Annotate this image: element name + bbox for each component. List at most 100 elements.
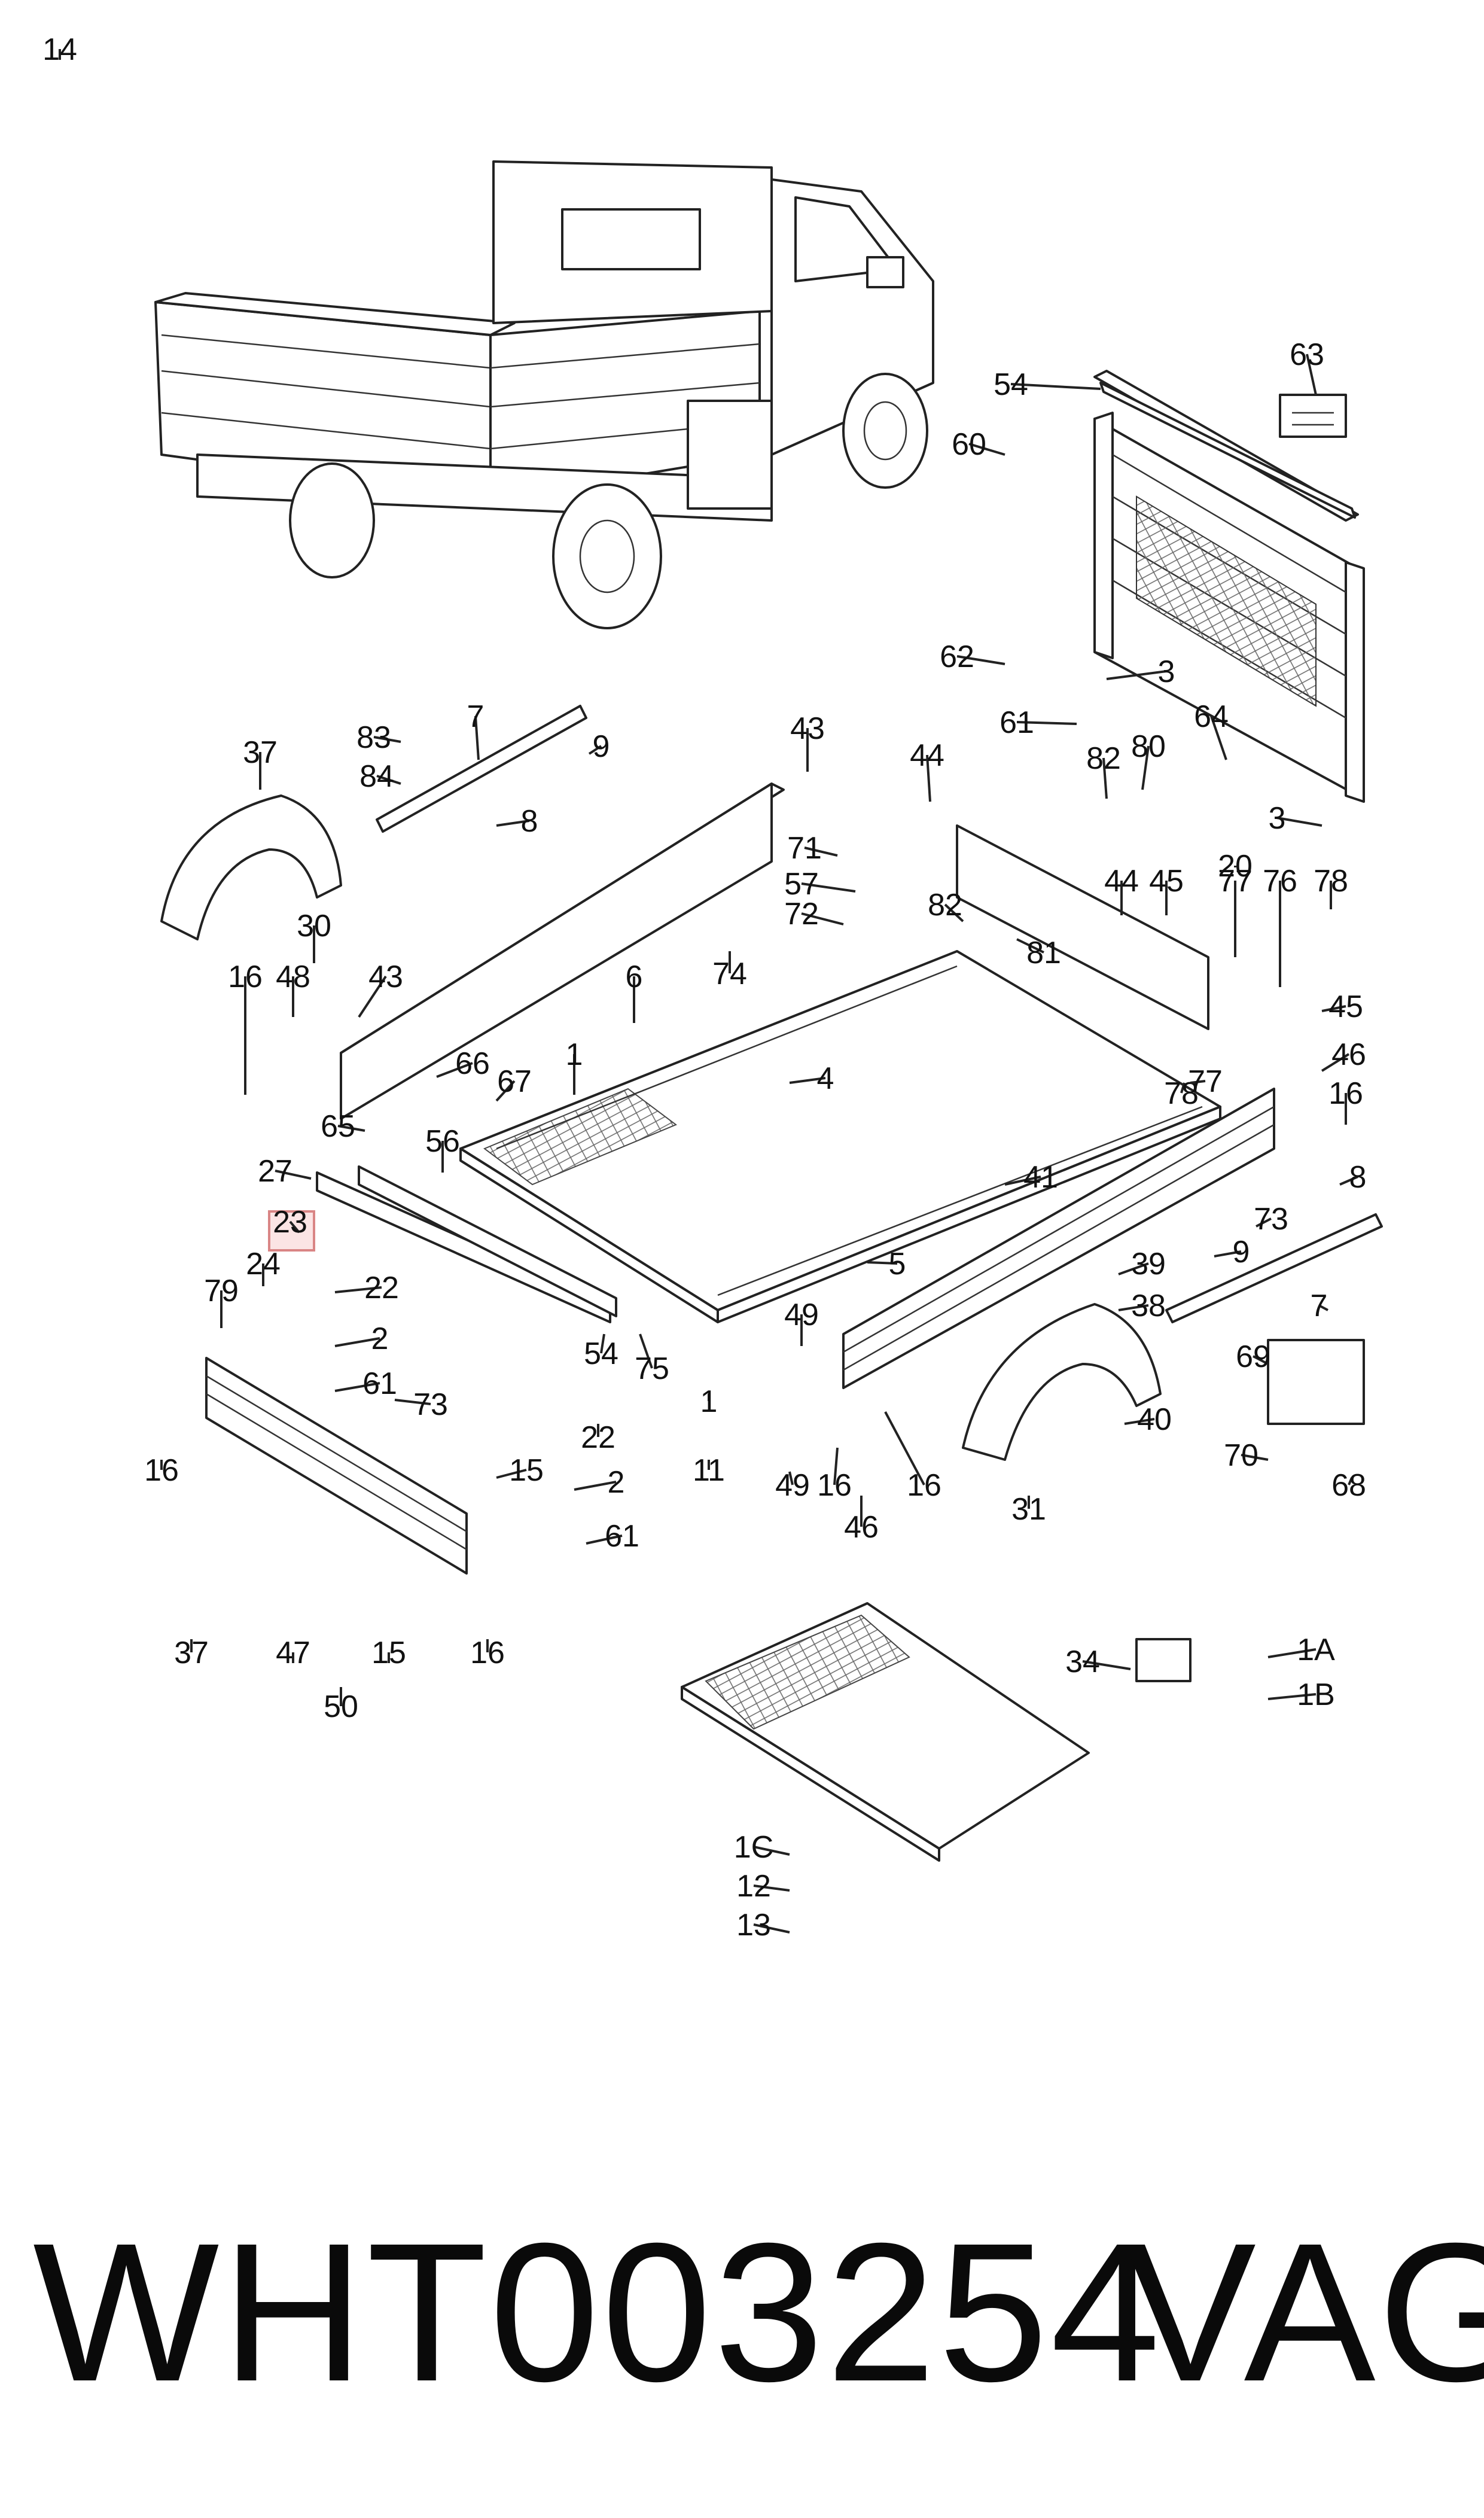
callout-leader [289,1220,300,1234]
callout-leader [1180,1082,1186,1094]
callout-leader [833,1447,839,1485]
callout-label-62: 62 [940,640,974,674]
callout-leader [1010,383,1101,390]
callout-label-82: 82 [928,888,962,922]
callout-leader [1214,1250,1242,1258]
callout-leader [1190,1080,1206,1084]
callout-leader [753,1923,790,1934]
callout-leader [1318,1304,1328,1311]
callout-label-71: 71 [787,831,822,866]
callout-label-72: 72 [784,897,819,931]
callout-leader [496,820,530,827]
label-plate-63 [1279,394,1347,438]
callout-label-70: 70 [1224,1438,1258,1473]
callout-leader [600,1333,605,1354]
callout-leader [1004,1176,1041,1186]
callout-label-41: 41 [1023,1160,1058,1195]
strip-54 [1099,382,1356,519]
floor-platform [459,950,1221,1323]
callout-label-1: 1 [700,1384,718,1419]
callout-label-68: 68 [1331,1468,1366,1503]
callout-leader [926,754,931,802]
callout-leader [1276,817,1323,827]
callout-label-79: 79 [204,1274,239,1308]
callout-label-66: 66 [455,1046,490,1081]
callout-label-67: 67 [497,1064,532,1099]
callout-leader [588,745,602,755]
callout-label-27: 27 [258,1154,292,1189]
callout-leader [944,903,964,922]
callout-label-82: 82 [1086,741,1121,776]
callout-label-5: 5 [889,1247,906,1281]
callout-label-60: 60 [952,427,986,462]
callout-leader [337,1125,365,1132]
callout-leader [496,1469,527,1479]
callout-label-46: 46 [844,1510,879,1545]
callout-label-38: 38 [1131,1289,1166,1323]
callout-leader [753,1884,790,1892]
callout-leader [789,1077,826,1084]
callout-leader [1141,745,1150,790]
callout-leader [376,775,401,785]
callout-label-1C: 1C [734,1830,773,1865]
side-board-rear-34 [205,1357,468,1575]
brand-label: VAG [1125,2202,1484,2422]
wheel-housing-lower [962,1303,1162,1461]
callout-leader [474,715,480,760]
callout-label-9: 9 [593,729,610,764]
callout-label-2: 2 [608,1465,625,1500]
callout-label-54: 54 [994,367,1028,402]
callout-leader [1118,1304,1149,1311]
callout-leader [1016,721,1077,725]
callout-label-34: 34 [1065,1645,1100,1679]
bumper-box-68 [1267,1339,1365,1425]
callout-label-45: 45 [1328,989,1363,1024]
callout-label-63: 63 [1290,337,1324,372]
callout-leader [495,1080,516,1102]
callout-leader [1267,1648,1317,1658]
callout-label-1: 1 [566,1037,583,1072]
callout-label-16: 16 [470,1636,505,1670]
callout-label-49: 49 [784,1298,819,1332]
callout-label-83: 83 [356,720,391,755]
callout-leader [1124,1418,1155,1425]
callout-label-80: 80 [1131,729,1166,764]
callout-leader [804,847,838,857]
side-board-right-20 [956,824,1209,1030]
callout-label-30: 30 [297,909,331,943]
callout-label-65: 65 [321,1109,355,1144]
callout-leader [968,443,1005,456]
callout-label-23: 23 [273,1205,307,1240]
callout-leader [1348,1477,1353,1485]
callout-label-47: 47 [276,1636,310,1670]
callout-label-22: 22 [364,1271,399,1305]
callout-label-9: 9 [1233,1235,1250,1269]
callout-label-45: 45 [1149,864,1184,899]
callout-label-31: 31 [1011,1492,1046,1527]
callout-label-37: 37 [243,735,278,770]
wheel-housing-upper [160,794,342,940]
callout-label-8: 8 [1349,1160,1367,1195]
callout-leader [334,1337,380,1347]
callout-leader [801,882,856,893]
callout-leader [1321,1005,1346,1012]
callout-label-15: 15 [371,1636,406,1670]
callout-leader [801,912,844,925]
callout-label-39: 39 [1131,1247,1166,1281]
callout-label-22: 22 [581,1420,615,1455]
callout-leader [1102,757,1108,799]
callout-label-61: 61 [362,1366,397,1401]
block-1A [1135,1638,1192,1682]
callout-label-24: 24 [246,1247,281,1281]
highlight-box [268,1210,315,1252]
callout-label-43: 43 [368,960,403,994]
truck-overview-drawing [154,160,934,629]
callout-label-1B: 1B [1297,1677,1335,1712]
rail-7-upper [376,705,587,833]
callout-leader [436,1062,473,1078]
callout-label-11: 11 [693,1453,725,1488]
callout-label-20: 20 [1218,849,1253,884]
callout-label-37: 37 [174,1636,209,1670]
side-board-front-31 [842,1088,1275,1389]
